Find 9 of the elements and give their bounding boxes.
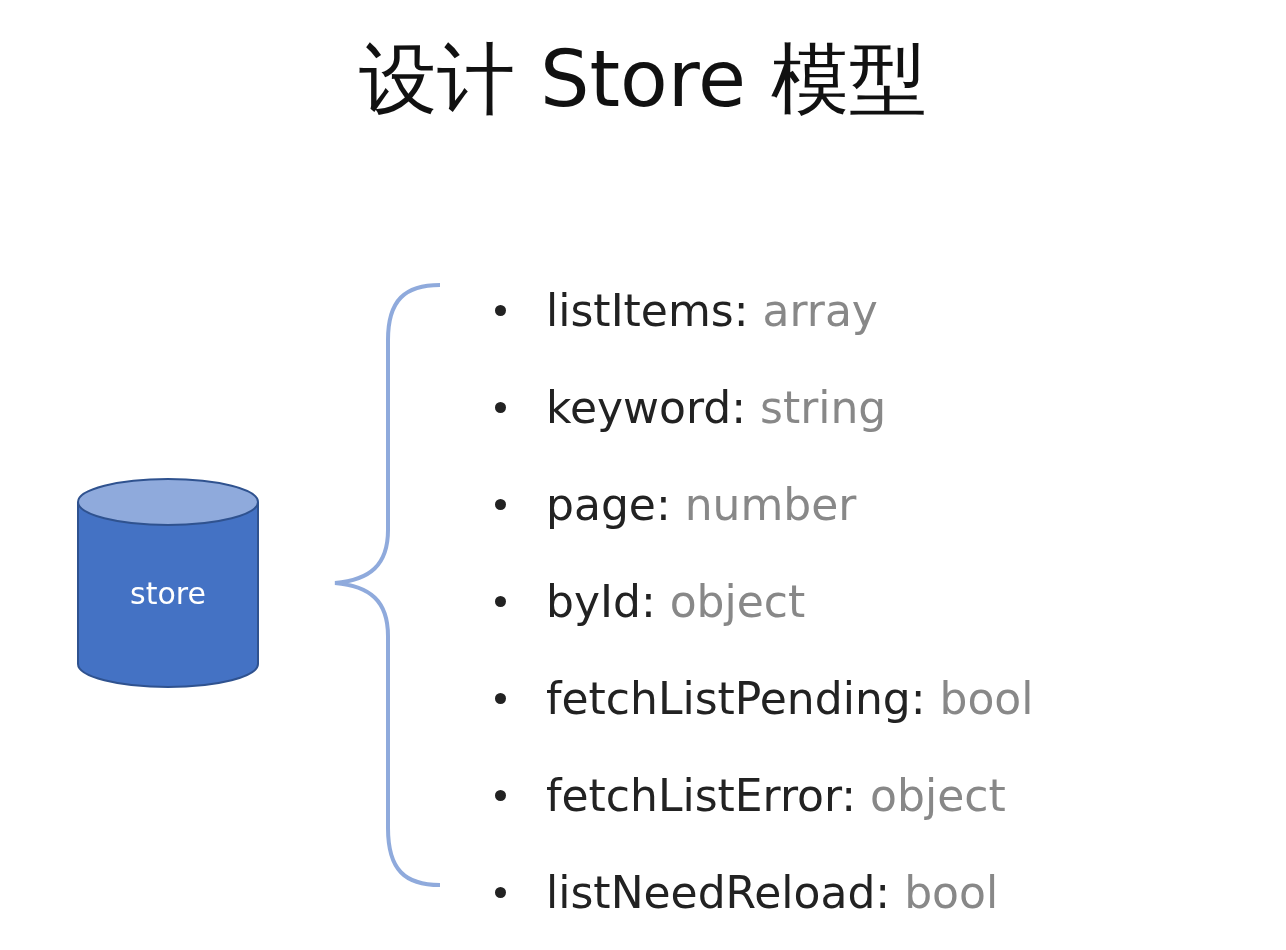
field-text: fetchListPending: bool: [546, 673, 1034, 724]
field-text: byId: object: [546, 576, 806, 627]
field-text: listItems: array: [546, 285, 878, 336]
field-text: keyword: string: [546, 382, 887, 433]
field-text: fetchListError: object: [546, 770, 1006, 821]
field-text: page: number: [546, 479, 857, 530]
node-label: store: [130, 575, 206, 611]
title: 设计 Store 模型: [359, 33, 927, 126]
field-text: listNeedReload: bool: [546, 867, 999, 918]
